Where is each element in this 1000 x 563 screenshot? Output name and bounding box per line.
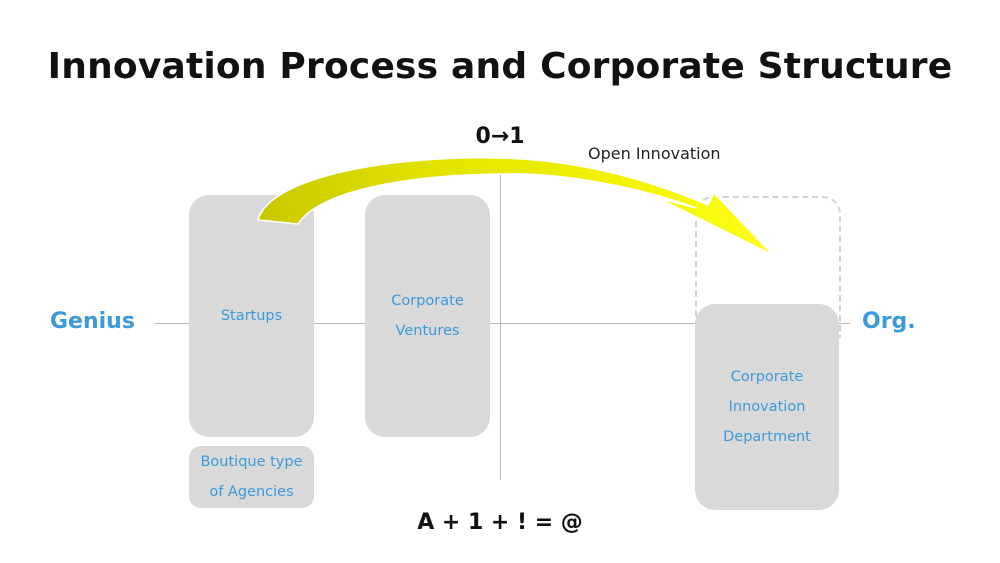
- corporate-innovation-department-box: Corporate Innovation Department: [695, 304, 839, 510]
- corporate-ventures-line-2: Ventures: [395, 323, 460, 339]
- cid-line-1: Corporate: [730, 369, 804, 385]
- cid-line-2: Innovation: [728, 399, 806, 415]
- cid-line-3: Department: [723, 429, 811, 445]
- bottom-axis-label: A + 1 + ! = @: [417, 510, 583, 535]
- dashed-target-outline: [695, 196, 841, 338]
- horizontal-axis: [155, 323, 850, 324]
- boutique-agencies-line-1: Boutique type: [200, 454, 303, 470]
- corporate-ventures-box: Corporate Ventures: [365, 195, 490, 437]
- top-axis-label: 0→1: [475, 124, 525, 149]
- right-axis-label: Org.: [862, 309, 916, 334]
- arrow-shape: [257, 156, 774, 256]
- boutique-agencies-line-2: of Agencies: [209, 484, 294, 500]
- startups-label: Startups: [220, 308, 283, 324]
- boutique-agencies-box: Boutique type of Agencies: [189, 446, 314, 508]
- startups-box: Startups: [189, 195, 314, 437]
- vertical-axis: [500, 158, 501, 480]
- left-axis-label: Genius: [50, 309, 135, 334]
- corporate-ventures-line-1: Corporate: [391, 293, 464, 309]
- page-title: Innovation Process and Corporate Structu…: [47, 46, 953, 87]
- open-innovation-label: Open Innovation: [588, 144, 721, 163]
